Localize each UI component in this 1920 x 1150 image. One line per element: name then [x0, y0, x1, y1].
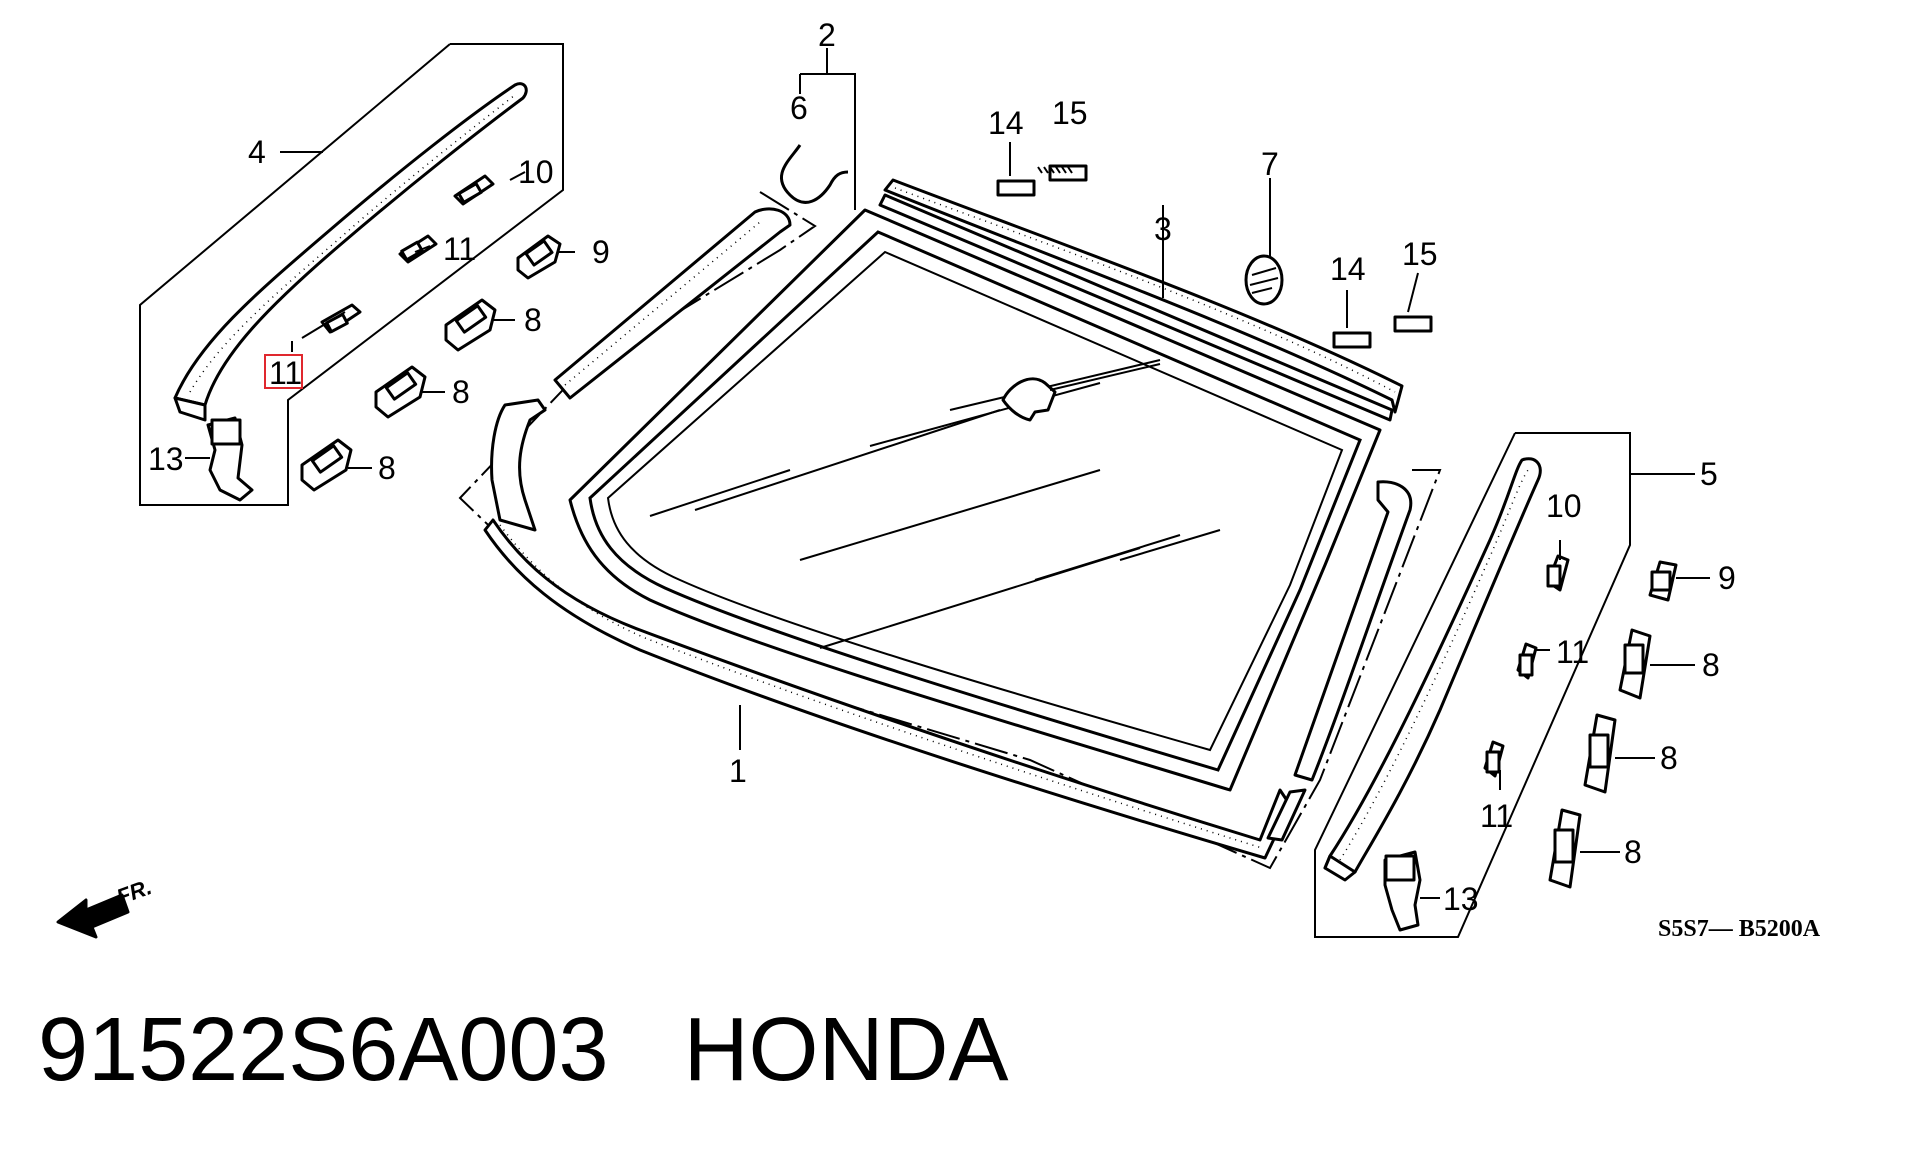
callout-8-left-2[interactable]: 8 [452, 374, 470, 410]
callout-6[interactable]: 6 [790, 90, 808, 126]
clip-10-left [453, 174, 495, 206]
part-2-bracket [779, 48, 856, 210]
retainer-8-right-1 [1618, 628, 1652, 700]
callout-4[interactable]: 4 [248, 134, 266, 170]
retaining-wire-6 [779, 144, 849, 204]
callout-8-right-2[interactable]: 8 [1660, 740, 1678, 776]
retainer-8-right-3 [1548, 808, 1582, 889]
clip-11-right-2 [1483, 740, 1505, 778]
callout-15-lower[interactable]: 15 [1402, 236, 1438, 272]
upper-molding-3 [878, 178, 1404, 422]
callout-11-right-2[interactable]: 11 [1480, 798, 1513, 834]
callout-2[interactable]: 2 [818, 17, 836, 53]
retainer-8-left-3 [300, 438, 353, 492]
caption-spacer [609, 1000, 684, 1100]
highlight-box [264, 354, 303, 389]
spacer-15-upper [1048, 164, 1088, 182]
callout-15-upper[interactable]: 15 [1052, 95, 1088, 131]
brand-name: HONDA [683, 1000, 1009, 1100]
clip-11-right-1 [1516, 642, 1538, 680]
clip-11-upper-left [398, 234, 438, 264]
callout-11-highlighted[interactable]: 11 [269, 355, 302, 391]
retainer-8-left-1 [444, 298, 497, 352]
callout-14-upper[interactable]: 14 [988, 105, 1024, 141]
callout-11-right-1[interactable]: 11 [1556, 634, 1589, 670]
part-caption: 91522S6A003 HONDA [38, 1005, 1009, 1095]
callout-10-left[interactable]: 10 [518, 154, 554, 190]
callout-8-right-3[interactable]: 8 [1624, 834, 1642, 870]
clip-11-left [320, 303, 362, 334]
fastener-13-left [206, 416, 254, 502]
fastener-13-right [1383, 850, 1422, 932]
callout-10-right[interactable]: 10 [1546, 488, 1582, 524]
retainer-8-right-2 [1583, 713, 1617, 794]
parts-diagram: FR. 1 2 3 4 5 6 7 8 8 8 8 8 8 9 9 10 10 … [56, 17, 1821, 942]
clip-10-right [1546, 554, 1570, 592]
drawing-code: S5S7— B5200A [1658, 916, 1821, 942]
callout-13-left[interactable]: 13 [148, 441, 184, 477]
spacer-14-lower [1332, 331, 1372, 349]
callout-11-upper-left[interactable]: 11 [443, 231, 476, 267]
callout-8-left-3[interactable]: 8 [378, 450, 396, 486]
callout-8-left-1[interactable]: 8 [524, 302, 542, 338]
right-molding-group [1314, 432, 1710, 938]
spacers-14-15 [996, 142, 1433, 349]
callout-13-right[interactable]: 13 [1443, 881, 1479, 917]
callout-8-right-1[interactable]: 8 [1702, 647, 1720, 683]
spacer-14-upper [996, 179, 1036, 197]
mirror-mount [1001, 377, 1057, 422]
retainer-9-left [516, 234, 562, 280]
roof-molding-right [1323, 457, 1542, 874]
dam-rubber-left [490, 207, 792, 532]
callout-9-right[interactable]: 9 [1718, 560, 1736, 596]
windshield-glass [483, 208, 1382, 860]
emblem-7 [1244, 178, 1284, 306]
callout-7[interactable]: 7 [1261, 146, 1279, 182]
callout-1[interactable]: 1 [729, 753, 747, 789]
front-arrow: FR. [56, 874, 155, 939]
part-number: 91522S6A003 [38, 1000, 609, 1100]
callout-14-lower[interactable]: 14 [1330, 251, 1366, 287]
dam-rubber-right [1266, 480, 1413, 842]
roof-molding-left [173, 82, 528, 407]
callout-3[interactable]: 3 [1154, 211, 1172, 247]
spacer-15-lower [1393, 315, 1433, 333]
retainer-8-left-2 [374, 365, 427, 419]
retainer-9-right [1648, 560, 1678, 602]
left-molding-group [139, 43, 575, 506]
front-arrow-label: FR. [113, 874, 155, 910]
callout-9-left[interactable]: 9 [592, 234, 610, 270]
callout-5[interactable]: 5 [1700, 456, 1718, 492]
